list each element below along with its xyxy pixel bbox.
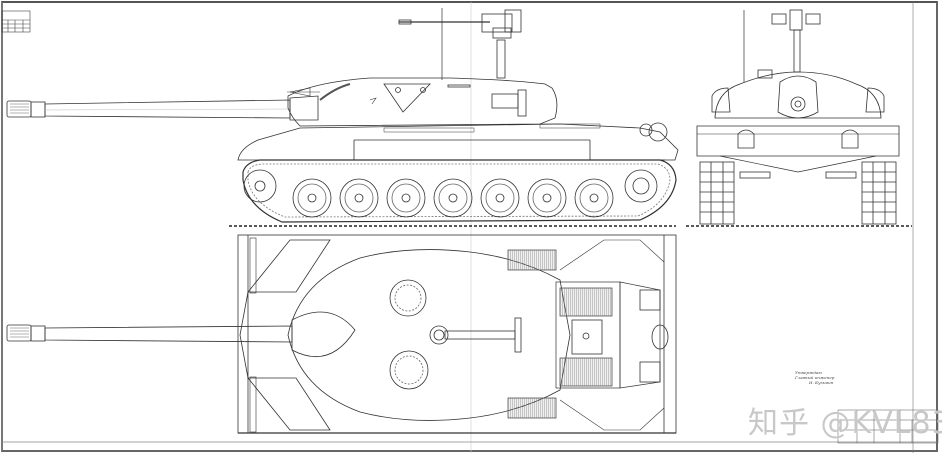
side-gun-barrel [6,95,319,121]
rear-view [686,9,912,227]
side-machine-gun [398,9,522,79]
side-idler-wheel [243,169,277,203]
road-wheel [339,178,379,218]
side-turret [287,77,558,127]
approval-annotation: Утверждаю Главный инженер И. Кузьмин [795,370,834,385]
road-wheel [292,178,332,218]
road-wheel [574,178,614,218]
side-hull [237,122,679,161]
annotation-line-2: Главный инженер [795,375,835,380]
road-wheel [527,178,567,218]
rear-left-track [699,161,735,225]
rear-right-track [861,161,897,225]
title-block [837,409,939,444]
annotation-line-1: Утверждаю [795,370,822,375]
road-wheel [480,178,520,218]
side-view [6,8,679,227]
annotation-line-3: И. Кузьмин [809,380,834,385]
top-view [6,234,677,434]
side-road-wheels [292,178,614,218]
revision-table [1,10,31,33]
watermark: 知乎 @KVL83 [748,406,942,441]
road-wheel [433,178,473,218]
road-wheel [386,178,426,218]
side-drive-sprocket [624,169,658,203]
side-track [242,159,677,223]
